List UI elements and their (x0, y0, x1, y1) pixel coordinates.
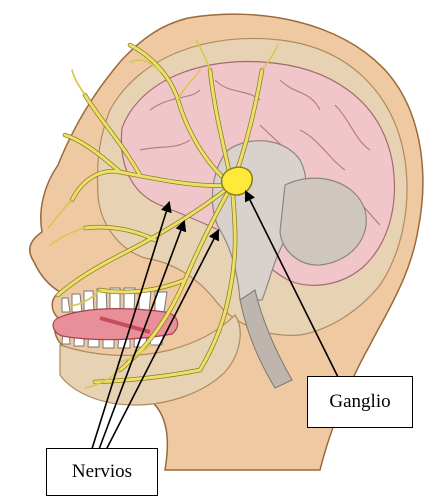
ganglio-label-text: Ganglio (329, 391, 390, 413)
ganglion (222, 167, 253, 195)
nervios-label: Nervios (46, 448, 158, 496)
ganglio-label: Ganglio (307, 376, 413, 428)
nervios-label-text: Nervios (72, 461, 132, 483)
